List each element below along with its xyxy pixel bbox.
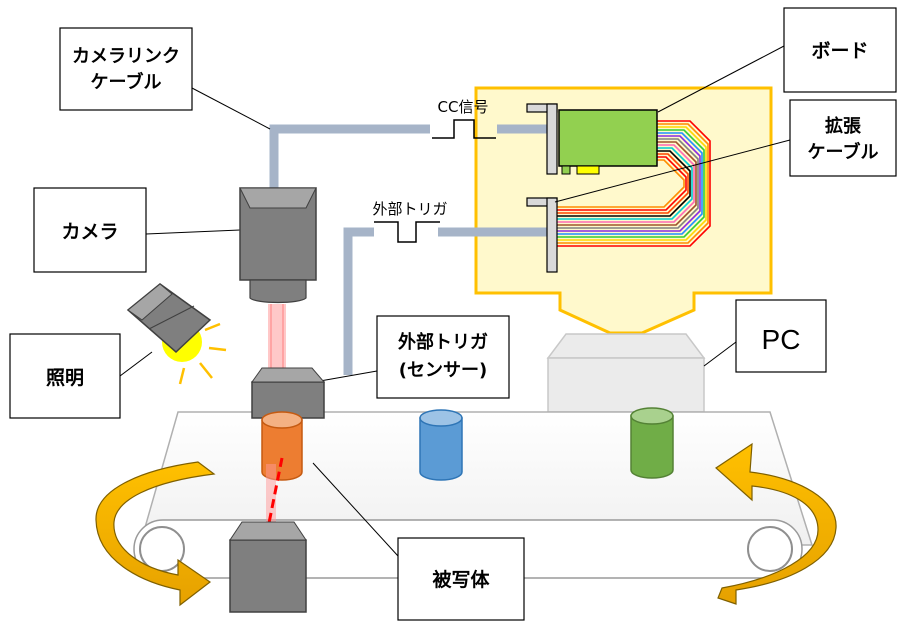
- svg-text:PC: PC: [762, 324, 801, 355]
- sensor-icon: [251, 367, 326, 419]
- svg-text:拡張: 拡張: [825, 115, 862, 137]
- svg-text:ボード: ボード: [811, 40, 868, 62]
- label-camera: カメラ: [33, 187, 147, 273]
- svg-text:外部トリガ: 外部トリガ: [398, 331, 488, 353]
- label-camera-link-cable: カメラリンク ケーブル: [59, 27, 193, 111]
- svg-text:カメラリンク: カメラリンク: [72, 46, 180, 67]
- lower-sensor-beam: [266, 457, 284, 529]
- label-extension-cable: 拡張 ケーブル: [789, 99, 897, 177]
- ribbon-wire: [557, 120, 711, 247]
- ribbon-wire: [557, 129, 705, 238]
- leader-lines: [119, 45, 791, 557]
- camera-link-cable: [269, 124, 548, 190]
- label-board: ボード: [783, 7, 897, 93]
- external-trigger-pulse: 外部トリガ: [372, 200, 448, 243]
- lighting-icon: [126, 283, 227, 385]
- ribbon-wire: [557, 132, 703, 235]
- svg-text:ケーブル: ケーブル: [808, 141, 879, 163]
- label-pc: PC: [735, 299, 827, 373]
- ribbon-wire: [557, 159, 685, 208]
- cc-signal-label: CC信号: [438, 98, 489, 116]
- pc-icon: [546, 333, 706, 413]
- ribbon-wire: [557, 144, 695, 223]
- board-icon: [526, 103, 658, 175]
- ribbon-wire: [557, 135, 701, 232]
- camera-icon: [239, 187, 317, 304]
- ribbon-wire: [557, 150, 691, 217]
- object-green: [630, 407, 674, 479]
- cc-signal-pulse: CC信号: [432, 98, 496, 139]
- object-blue: [419, 409, 463, 481]
- external-trigger-cable: [343, 227, 548, 375]
- ribbon-wire: [557, 141, 697, 226]
- ribbon-wire: [557, 156, 687, 211]
- lower-sensor-icon: [229, 521, 307, 613]
- rainbow-extension-cable: [557, 120, 711, 247]
- svg-text:被写体: 被写体: [432, 568, 490, 591]
- rotation-arrow-left: [95, 461, 216, 607]
- rotation-arrow-right: [715, 442, 837, 605]
- extension-bracket: [526, 197, 558, 273]
- ribbon-wire: [557, 147, 693, 220]
- label-lighting: 照明: [9, 333, 121, 419]
- ribbon-wire: [557, 138, 699, 229]
- label-object: 被写体: [397, 537, 525, 621]
- svg-text:(センサー): (センサー): [399, 360, 487, 381]
- svg-text:ケーブル: ケーブル: [91, 71, 162, 93]
- label-external-trigger-sensor: 外部トリガ (センサー): [376, 315, 510, 399]
- svg-text:照明: 照明: [46, 367, 84, 389]
- external-trigger-signal-label: 外部トリガ: [372, 200, 447, 218]
- svg-text:カメラ: カメラ: [61, 221, 118, 243]
- ribbon-wire: [557, 126, 707, 241]
- ribbon-wire: [557, 123, 709, 244]
- ribbon-wire: [557, 153, 689, 214]
